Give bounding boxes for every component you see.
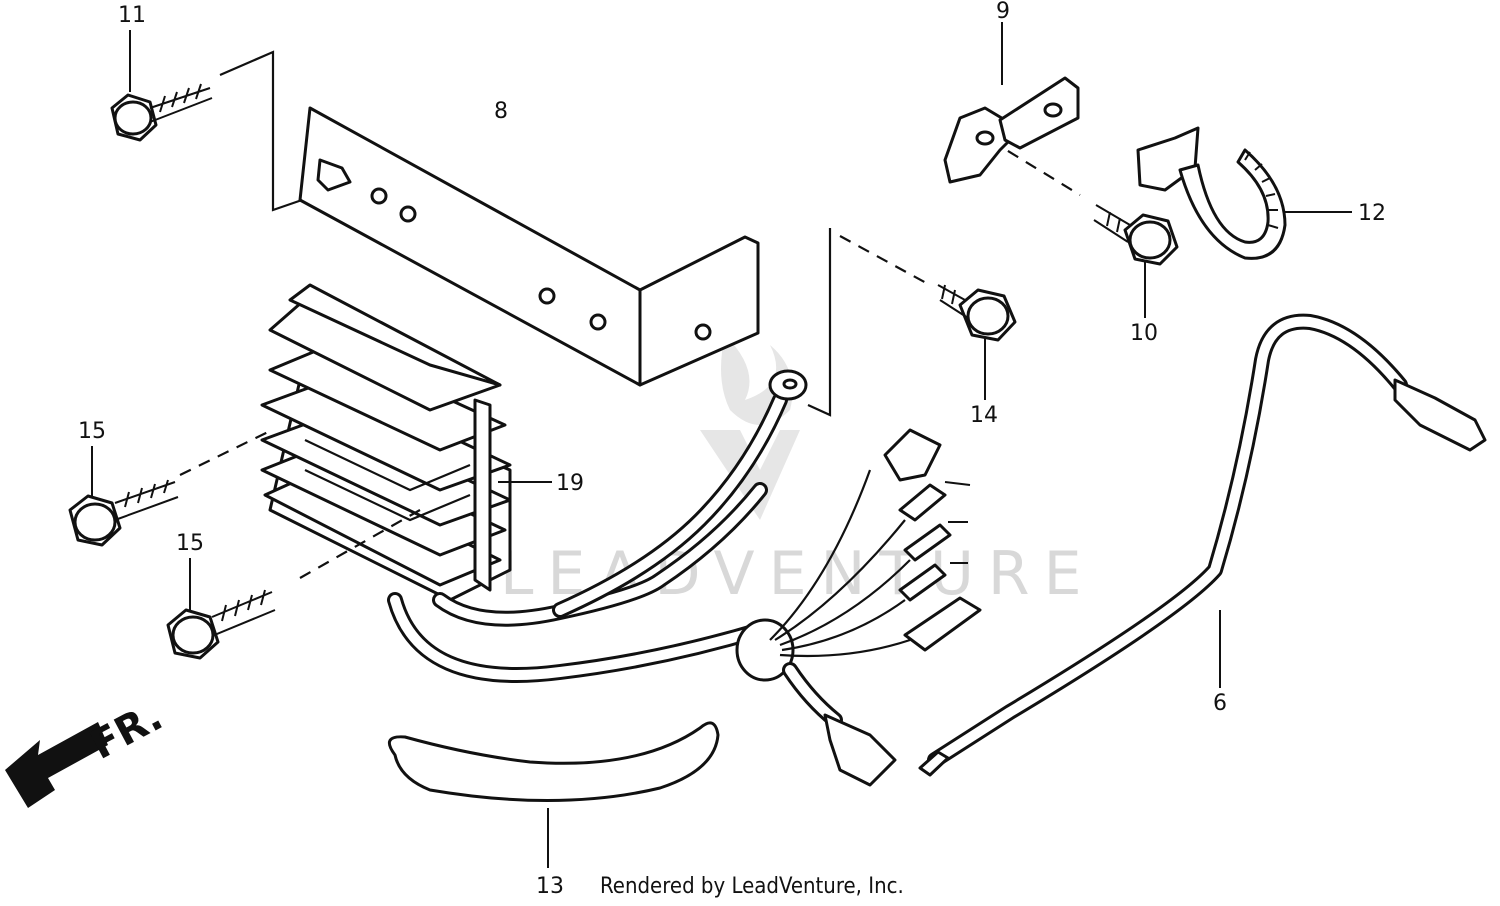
band-part-12 bbox=[1136, 126, 1352, 260]
bolt-axis-9 bbox=[989, 139, 1081, 196]
label-part-14: 14 bbox=[970, 403, 998, 428]
front-arrow-icon bbox=[5, 722, 108, 808]
bolt-axis-15-lower bbox=[299, 509, 421, 579]
label-part-19: 19 bbox=[556, 471, 584, 496]
bolt-part-14 bbox=[937, 284, 1017, 400]
label-part-8: 8 bbox=[494, 99, 508, 124]
regulator-part-19 bbox=[260, 283, 552, 602]
watermark: LEADVENTURE bbox=[500, 335, 1082, 609]
credit-text: Rendered by LeadVenture, Inc. bbox=[600, 874, 904, 899]
front-indicator: FR. bbox=[5, 693, 170, 808]
bolt-part-15-lower bbox=[166, 558, 276, 660]
label-part-10: 10 bbox=[1130, 321, 1158, 346]
stay-part-9 bbox=[943, 22, 1080, 184]
label-part-15-upper: 15 bbox=[78, 419, 106, 444]
bolt-axis-15-upper bbox=[179, 431, 269, 476]
bolt-part-15-upper bbox=[68, 446, 179, 547]
label-part-13: 13 bbox=[536, 874, 564, 899]
bracket-part-8 bbox=[219, 50, 760, 387]
label-part-6: 6 bbox=[1213, 691, 1227, 716]
label-part-12: 12 bbox=[1358, 201, 1386, 226]
front-label: FR. bbox=[83, 693, 170, 768]
bolt-axis-14-dash bbox=[839, 235, 931, 286]
tube-part-13 bbox=[387, 721, 720, 868]
label-part-15-lower: 15 bbox=[176, 531, 204, 556]
bolt-part-10 bbox=[1093, 204, 1179, 318]
wire-harness bbox=[387, 369, 982, 787]
label-part-11: 11 bbox=[118, 3, 146, 28]
cable-part-6 bbox=[918, 313, 1487, 777]
bolt-axis-14 bbox=[807, 228, 832, 417]
label-part-9: 9 bbox=[996, 0, 1010, 24]
bolt-part-11 bbox=[110, 30, 213, 142]
